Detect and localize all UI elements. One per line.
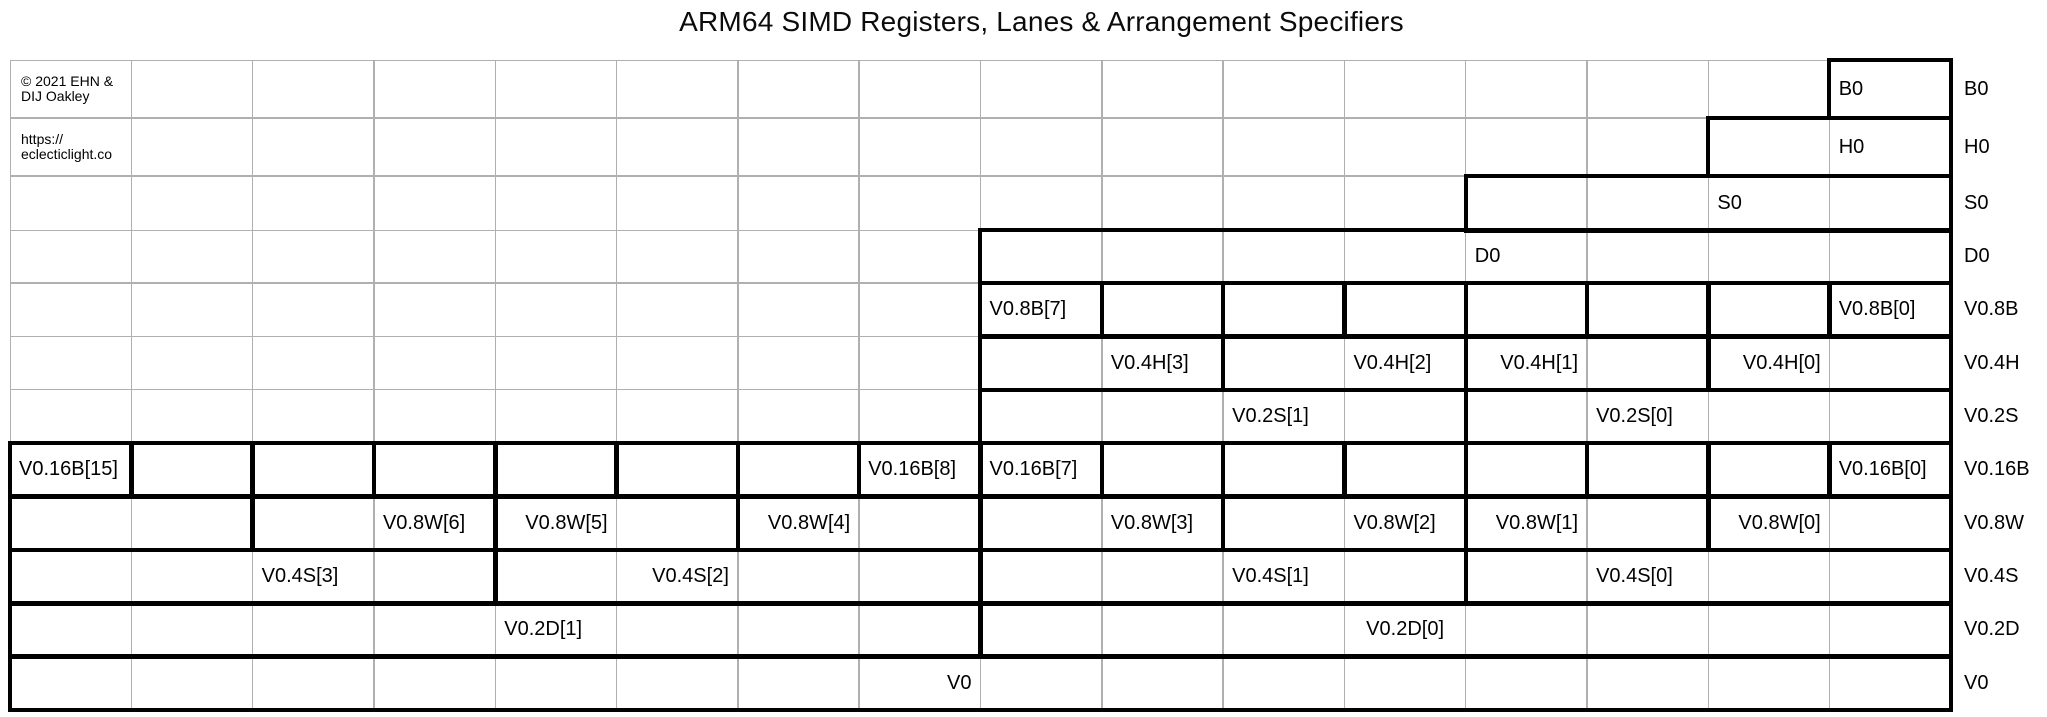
lane-label: V0.2S[0] <box>1596 404 1673 427</box>
lane-box-v0.16b <box>1463 440 1590 499</box>
lane-label: V0.4S[2] <box>652 565 729 588</box>
register-grid: © 2021 EHN & DIJ Oakley https:// eclecti… <box>7 57 2030 713</box>
grid-line-vertical <box>1828 60 1831 710</box>
lane-box-v0.16b <box>129 440 255 499</box>
copyright-line-2: DIJ Oakley <box>21 88 90 104</box>
arrangement-specifier-label: V0.4H <box>1964 351 2020 374</box>
grid-line-vertical <box>858 60 860 710</box>
grid-line-vertical <box>1101 60 1103 710</box>
lane-box-v0.8b <box>1584 280 1711 339</box>
lane-label: V0.4S[3] <box>261 565 339 588</box>
url-note: https:// eclecticlight.co <box>10 118 131 176</box>
lane-label: B0 <box>1838 77 1864 100</box>
lane-box-v0.8b <box>1099 280 1226 339</box>
lane-label: V0.8W[4] <box>767 511 851 534</box>
lane-box-v0.16b <box>1584 440 1711 499</box>
grid-line-vertical <box>615 60 618 710</box>
copyright-note: © 2021 EHN & DIJ Oakley <box>10 60 131 118</box>
lane-label: V0.4H[3] <box>1110 351 1189 374</box>
page-title: ARM64 SIMD Registers, Lanes & Arrangemen… <box>679 6 1404 37</box>
lane-box-v0.16b <box>250 440 377 499</box>
lane-label: V0.2S[1] <box>1232 404 1309 427</box>
lane-box-v0.8b <box>1706 280 1832 339</box>
lane-label: V0.8W[2] <box>1353 511 1436 534</box>
lane-box-v0.8b <box>1463 280 1590 339</box>
arrangement-specifier-label: V0.4S <box>1964 565 2019 588</box>
lane-label: H0 <box>1838 135 1865 158</box>
lane-label: D0 <box>1474 245 1501 268</box>
lane-box-v0 <box>7 654 1954 713</box>
grid-line-horizontal <box>10 117 1951 119</box>
grid-line-vertical <box>130 60 132 710</box>
arrangement-specifier-label: V0.8B <box>1964 298 2019 321</box>
lane-box-v0.4s <box>493 547 983 606</box>
lane-label: V0.4S[0] <box>1596 565 1673 588</box>
lane-label: V0 <box>947 671 972 694</box>
grid-line-vertical <box>373 60 375 710</box>
lane-label: V0.8W[0] <box>1738 511 1821 534</box>
lane-box-v0.2d <box>978 601 1954 659</box>
copyright-line-1: © 2021 EHN & <box>21 72 114 89</box>
grid-line-vertical <box>1586 60 1588 710</box>
arrangement-specifier-label: B0 <box>1964 77 1989 100</box>
lane-label: V0.4H[1] <box>1500 351 1579 374</box>
lane-box-v0.8b <box>1220 280 1347 339</box>
lane-label: V0.4S[1] <box>1232 565 1309 588</box>
lane-box-v0.8b <box>1342 280 1468 339</box>
lane-box-v0.16b <box>493 440 619 499</box>
lane-label: V0.2D[0] <box>1366 618 1444 641</box>
lane-label: V0.4H[0] <box>1742 351 1821 374</box>
arrangement-specifier-label: V0.16B <box>1964 458 2030 481</box>
lane-label: V0.8W[6] <box>382 511 466 534</box>
lane-box-v0.16b <box>371 440 498 499</box>
lane-box-v0.8w <box>7 494 255 553</box>
lane-box-v0.16b <box>735 440 862 499</box>
lane-label: V0.16B[8] <box>868 458 957 481</box>
grid-line-vertical <box>1343 60 1346 710</box>
lane-label: V0.16B[7] <box>989 458 1078 481</box>
arrangement-specifier-label: S0 <box>1964 191 1989 214</box>
lane-label: V0.16B[15] <box>19 458 118 481</box>
lane-box-v0.16b <box>1220 440 1347 499</box>
lane-box-v0.16b <box>1099 440 1226 499</box>
lane-box-v0.4s <box>1463 547 1954 606</box>
arrangement-specifier-label: H0 <box>1964 135 1990 158</box>
grid-line-vertical <box>494 60 496 710</box>
arrangement-specifier-label: V0.8W <box>1964 511 2025 534</box>
url-line-1: https:// <box>21 130 64 147</box>
arrangement-specifier-label: V0.2D <box>1964 618 2020 641</box>
lane-label: V0.4H[2] <box>1353 351 1432 374</box>
lane-box-v0.2s <box>1463 387 1954 446</box>
lane-label: V0.8W[1] <box>1495 511 1579 534</box>
lane-label: V0.16B[0] <box>1838 458 1927 481</box>
lane-box-v0.16b <box>614 440 741 499</box>
lane-label: V0.8B[0] <box>1838 298 1916 321</box>
lane-label: S0 <box>1717 191 1742 214</box>
lane-label: V0.8W[5] <box>525 511 608 534</box>
arrangement-specifier-label: V0.2S <box>1964 404 2019 427</box>
arrangement-specifier-label: D0 <box>1964 245 1990 268</box>
url-line-2: eclecticlight.co <box>21 146 113 162</box>
lane-label: V0.8W[3] <box>1110 511 1194 534</box>
arrangement-specifier-label: V0 <box>1964 671 1989 694</box>
grid-line-vertical <box>737 60 739 710</box>
lane-label: V0.8B[7] <box>989 298 1067 321</box>
grid-line-vertical <box>251 60 254 710</box>
lane-box-v0.16b <box>1342 440 1468 499</box>
grid-line-horizontal <box>10 175 1951 177</box>
lane-label: V0.2D[1] <box>504 618 583 641</box>
lane-box-v0.16b <box>1706 440 1832 499</box>
